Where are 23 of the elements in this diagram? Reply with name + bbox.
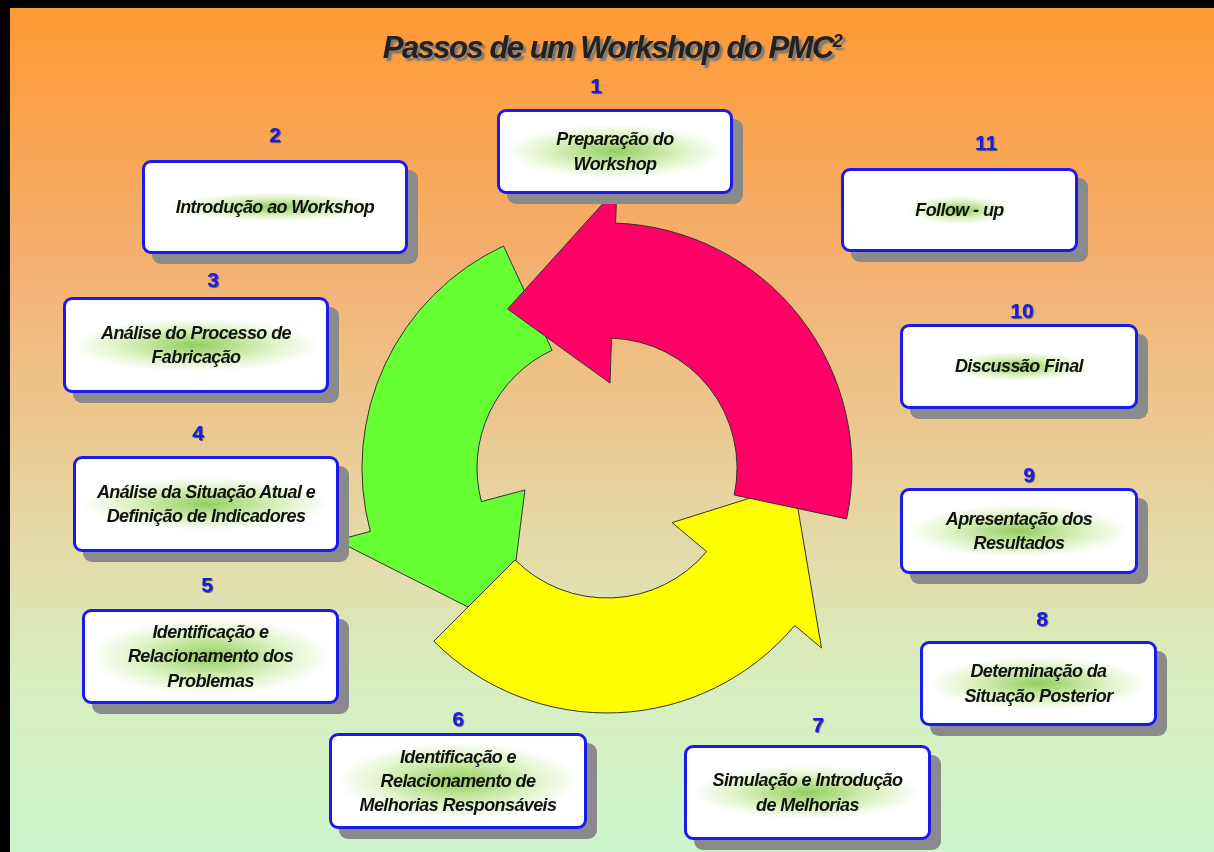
step-label: Introdução ao Workshop bbox=[169, 192, 381, 222]
step-label: Preparação do Workshop bbox=[508, 125, 722, 178]
step-number: 6 bbox=[452, 707, 464, 731]
step-number: 5 bbox=[201, 573, 213, 597]
step-number: 1 bbox=[590, 74, 602, 98]
step-label: Apresentação dos Resultados bbox=[911, 504, 1127, 558]
step-number: 8 bbox=[1036, 607, 1048, 631]
step-label: Identificação e Relacionamento de Melhorias Responsáveis bbox=[340, 742, 576, 820]
step-number: 3 bbox=[207, 268, 219, 292]
step-label: Análise da Situação Atual e Definição de Indicadores bbox=[84, 477, 328, 531]
step-number: 10 bbox=[1010, 299, 1034, 323]
step-number: 2 bbox=[269, 123, 281, 147]
step-number: 4 bbox=[192, 421, 204, 445]
step-label: Follow - up bbox=[909, 195, 1010, 225]
step-number: 7 bbox=[812, 713, 824, 737]
step-number: 11 bbox=[974, 131, 998, 155]
step-label: Determinação da Situação Posterior bbox=[931, 657, 1146, 710]
diagram-title: Passos de um Workshop do PMC$^{2}$ bbox=[382, 30, 842, 66]
step-label: Identificação e Relacionamento dos Problemas bbox=[93, 618, 328, 695]
step-number: 9 bbox=[1023, 463, 1035, 487]
step-label: Discussão Final bbox=[948, 352, 1090, 381]
step-label: Simulação e Introdução de Melhorias bbox=[695, 766, 920, 819]
step-label: Análise do Processo de Fabricação bbox=[74, 318, 318, 372]
